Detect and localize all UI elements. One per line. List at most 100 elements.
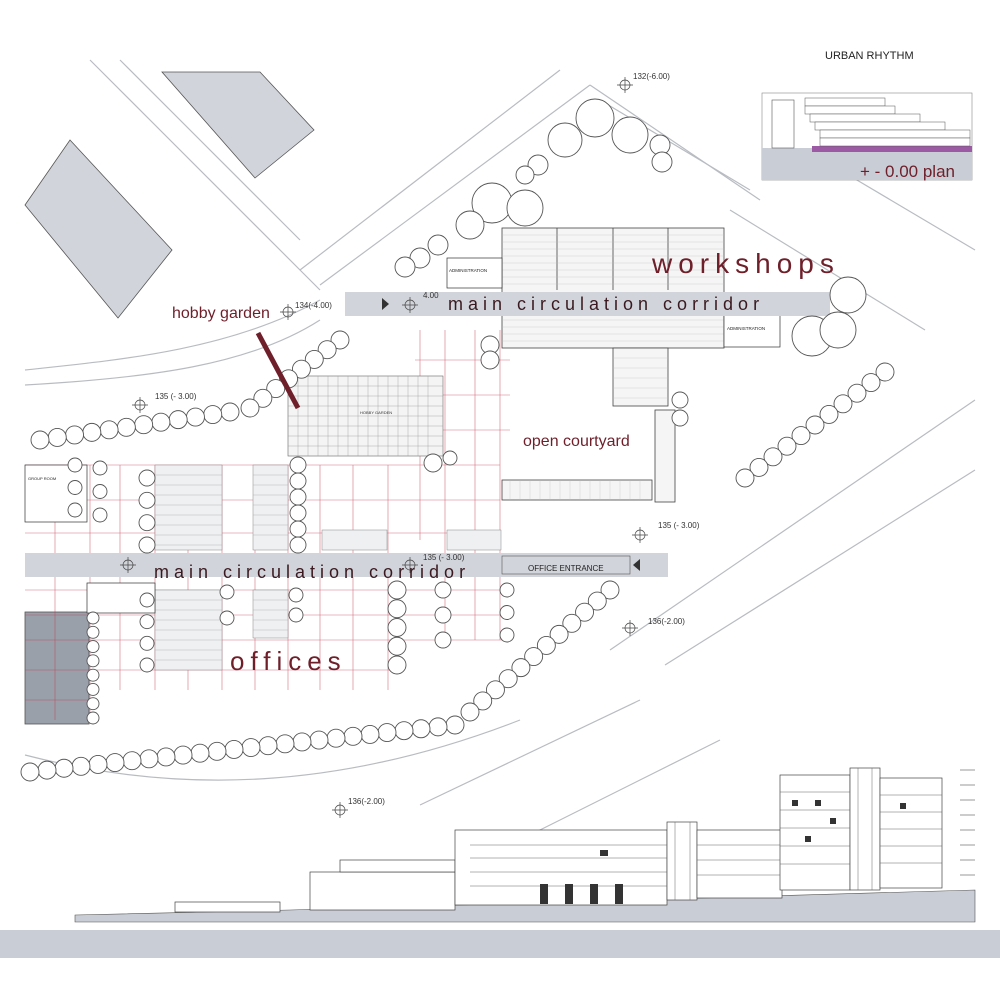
tree-icon bbox=[473, 691, 493, 711]
workshops-label: workshops bbox=[651, 248, 840, 279]
tree-icon bbox=[394, 256, 416, 278]
tree-icon bbox=[92, 507, 108, 523]
tree-icon bbox=[330, 330, 350, 350]
tree-icon bbox=[258, 736, 278, 756]
tree-icon bbox=[434, 581, 452, 599]
tree-icon bbox=[480, 350, 500, 370]
level-marker-cross-icon bbox=[402, 557, 418, 573]
tree-icon bbox=[309, 730, 329, 750]
tree-icon bbox=[82, 422, 102, 442]
tree-icon bbox=[486, 680, 505, 700]
tree-icon bbox=[387, 636, 407, 656]
level-markers bbox=[120, 77, 648, 818]
bottom-corridor-label: main circulation corridor bbox=[154, 562, 470, 582]
tree-icon bbox=[168, 410, 188, 430]
level-label-7: 136(-2.00) bbox=[648, 617, 685, 626]
tree-icon bbox=[86, 668, 100, 682]
hobby-garden-pointer bbox=[255, 331, 301, 410]
top-corridor-band bbox=[345, 292, 830, 316]
tree-icon bbox=[139, 749, 159, 769]
tree-icon bbox=[575, 98, 615, 138]
tree-icon bbox=[139, 657, 155, 673]
tree-icon bbox=[138, 514, 156, 532]
tree-icon bbox=[611, 116, 649, 154]
tree-icon bbox=[173, 745, 193, 765]
level-label-2: 134(-4.00) bbox=[295, 301, 332, 310]
tree-icon bbox=[434, 606, 452, 624]
tree-icon bbox=[240, 398, 260, 418]
tree-icon bbox=[445, 715, 465, 735]
level-label-4: 135 (- 3.00) bbox=[155, 392, 197, 401]
elevation-drawing bbox=[0, 767, 1000, 958]
tree-icon bbox=[219, 584, 235, 600]
tree-icon bbox=[86, 640, 100, 654]
hobby-garden-small-label: HOBBY GARDEN bbox=[360, 410, 392, 415]
tree-icon bbox=[116, 417, 136, 437]
tree-icon bbox=[47, 428, 67, 447]
tree-icon bbox=[377, 723, 397, 742]
tree-icon bbox=[138, 469, 156, 487]
tree-icon bbox=[326, 728, 346, 748]
tree-icon bbox=[829, 276, 867, 314]
tree-icon bbox=[411, 719, 431, 739]
tree-icon bbox=[651, 151, 673, 173]
tree-icon bbox=[30, 430, 50, 450]
tree-icon bbox=[387, 618, 407, 637]
level-marker-cross-icon bbox=[622, 620, 638, 636]
inset-plan-label: + - 0.00 plan bbox=[860, 162, 955, 181]
level-label-8: 136(-2.00) bbox=[348, 797, 385, 806]
level-marker-cross-icon bbox=[120, 557, 136, 573]
tree-icon bbox=[304, 349, 324, 369]
tree-icon bbox=[292, 732, 312, 752]
tree-icon bbox=[86, 711, 100, 725]
tree-icon bbox=[266, 379, 286, 399]
workshops-building bbox=[501, 227, 725, 503]
tree-icon bbox=[71, 756, 91, 776]
tree-icon bbox=[524, 647, 544, 666]
level-marker-cross-icon bbox=[617, 77, 633, 93]
tree-icon bbox=[289, 456, 307, 474]
tree-icon bbox=[275, 734, 295, 754]
building-block-1 bbox=[24, 139, 173, 319]
tree-icon bbox=[442, 450, 458, 466]
tree-icon bbox=[600, 580, 620, 600]
tree-icon bbox=[562, 613, 582, 633]
office-entrance-label: OFFICE ENTRANCE bbox=[528, 564, 604, 573]
tree-icon bbox=[65, 425, 84, 445]
tree-icon bbox=[427, 234, 449, 256]
tree-icon bbox=[499, 582, 515, 598]
tree-icon bbox=[360, 724, 380, 744]
tree-icon bbox=[289, 536, 307, 554]
inset-section: + - 0.00 plan bbox=[761, 92, 973, 181]
tree-icon bbox=[86, 611, 100, 625]
level-marker-cross-icon bbox=[332, 802, 348, 818]
tree-icon bbox=[151, 412, 171, 432]
tree-icon bbox=[515, 165, 535, 185]
tree-icon bbox=[343, 726, 363, 746]
tree-icon bbox=[777, 436, 797, 456]
tree-icon bbox=[67, 480, 83, 495]
tree-icon bbox=[671, 391, 689, 409]
tree-icon bbox=[289, 520, 307, 538]
tree-icon bbox=[791, 426, 811, 446]
administration-label-1: ADMINISTRATION bbox=[449, 268, 487, 273]
tree-icon bbox=[289, 488, 307, 506]
strip-hatching bbox=[155, 474, 288, 661]
tree-icon bbox=[156, 747, 176, 767]
tree-icon bbox=[460, 702, 480, 722]
tree-icon bbox=[20, 762, 40, 782]
tree-icon bbox=[139, 614, 155, 630]
tree-icon bbox=[92, 484, 108, 499]
office-entrance-arrow-icon bbox=[633, 559, 640, 571]
tree-icon bbox=[805, 415, 825, 435]
sheet-title: URBAN RHYTHM bbox=[825, 50, 914, 62]
tree-icon bbox=[499, 627, 515, 643]
tree-icon bbox=[575, 602, 594, 622]
tree-icon bbox=[289, 504, 307, 522]
tree-icon bbox=[819, 311, 857, 349]
tree-icon bbox=[861, 373, 881, 393]
level-label-5: 135 (- 3.00) bbox=[658, 521, 700, 530]
tree-icon bbox=[749, 457, 769, 477]
open-courtyard-label: open courtyard bbox=[523, 433, 630, 450]
building-block-3 bbox=[24, 611, 90, 725]
